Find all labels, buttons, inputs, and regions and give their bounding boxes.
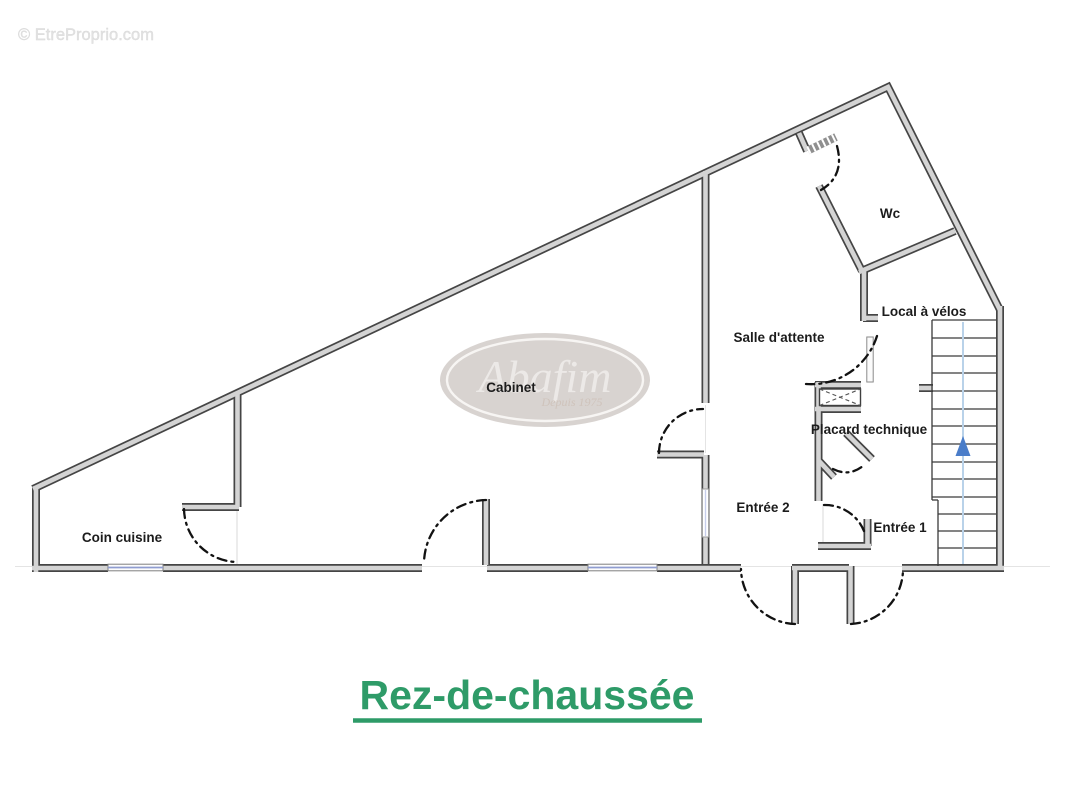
door-arc-placard [831, 464, 865, 474]
door-arc-entree-1 [849, 567, 905, 626]
agency-logo: Abafim Depuis 1975 [440, 333, 650, 427]
logo-name: Abafim [476, 351, 612, 402]
door-arc-cuisine [182, 507, 240, 564]
logo-ring [445, 337, 645, 423]
door-leaf [866, 336, 874, 383]
logo-oval [440, 333, 650, 427]
room-label-entree-2: Entrée 2 [736, 500, 789, 515]
page-title: Rez-de-chaussée [360, 672, 695, 718]
room-label-coin-cuisine: Coin cuisine [82, 530, 163, 545]
site-watermark: © EtreProprio.com [18, 26, 154, 44]
room-label-wc: Wc [880, 206, 901, 221]
door-arc-local-velos [804, 334, 879, 386]
room-label-local-velos: Local à vélos [882, 304, 967, 319]
room-label-salle-attente: Salle d'attente [734, 330, 825, 345]
door-arc-entree-2 [739, 567, 797, 626]
room-labels: Wc Local à vélos Salle d'attente Cabinet… [82, 206, 967, 545]
logo-tagline: Depuis 1975 [541, 395, 603, 409]
door-swing-arcs [182, 144, 905, 626]
room-label-placard-technique: Placard technique [811, 422, 928, 437]
wc-door-leaf [806, 133, 838, 155]
door-leaves [806, 133, 874, 383]
floor-title: Rez-de-chaussée [353, 672, 702, 723]
door-arc-wc [819, 144, 841, 192]
staircase [931, 319, 996, 566]
duct-box [818, 388, 862, 407]
door-arc [657, 407, 705, 455]
stair-outline [931, 319, 996, 566]
stairs-up-arrow-icon [955, 436, 971, 456]
room-label-cabinet: Cabinet [486, 380, 536, 395]
windows [107, 488, 710, 572]
door-arc [422, 498, 488, 564]
room-label-entree-1: Entrée 1 [873, 520, 927, 535]
door-arc [822, 503, 866, 533]
